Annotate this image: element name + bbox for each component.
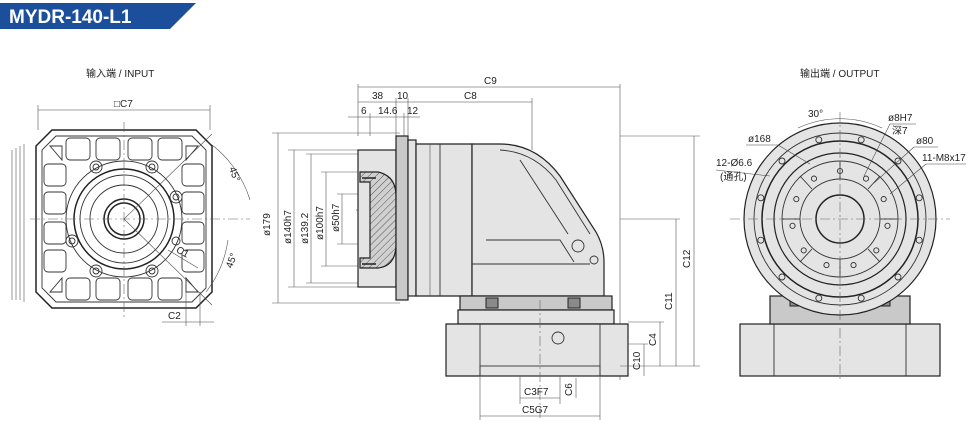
thru-hole: [757, 194, 765, 202]
output-thru-holes: [757, 136, 923, 302]
dim-d179: ø179: [262, 213, 273, 236]
thru-hole: [857, 294, 865, 302]
dim-c1: C1: [174, 245, 191, 261]
side-flange-ring: [395, 135, 409, 301]
thru-hole: [915, 236, 923, 244]
angle-30: 30°: [808, 109, 823, 120]
thru-hole: [915, 194, 923, 202]
dim-d100: ø100h7: [315, 206, 326, 240]
dim-c9: C9: [484, 76, 497, 87]
tapped-hole: [789, 222, 796, 229]
input-left-edge: [11, 144, 25, 302]
output-base-ring: [457, 309, 615, 325]
thru-hole: [778, 273, 786, 281]
dim-thru: (通孔): [720, 171, 747, 183]
dim-deep7: 深7: [892, 125, 908, 137]
dim-c6: C6: [564, 383, 575, 396]
dim-c3: C3F7: [524, 387, 549, 398]
thru-hole: [857, 136, 865, 144]
output-tapped-holes: [789, 167, 891, 269]
model-title-tab: MYDR-140-L1: [0, 3, 196, 29]
turntable-body: [445, 323, 629, 377]
input-pockets: [43, 137, 205, 301]
right-angle-elbow: [471, 143, 605, 297]
side-view: C9 38 10 C8 6 14.6 12 ø179 ø140h7 ø139.2…: [262, 76, 700, 420]
thru-hole: [757, 236, 765, 244]
tapped-hole: [880, 196, 887, 203]
tapped-hole: [800, 247, 807, 254]
angle-45-top: 45°: [226, 166, 242, 184]
dim-d139: ø139.2: [300, 212, 311, 244]
tapped-hole: [810, 175, 818, 182]
title-tab-shape: [0, 3, 196, 29]
dim-14-6: 14.6: [378, 106, 398, 117]
thru-hole: [815, 136, 823, 144]
dim-c12: C12: [682, 249, 693, 268]
dim-d140: ø140h7: [283, 210, 294, 244]
angle-45-bottom: 45°: [224, 252, 240, 270]
dim-c7: □C7: [114, 99, 133, 110]
dim-d80: ø80: [916, 136, 934, 147]
dim-c4: C4: [648, 333, 659, 346]
dim-c11: C11: [664, 292, 675, 310]
model-title: MYDR-140-L1: [9, 7, 132, 28]
thru-hole: [815, 294, 823, 302]
thru-hole: [894, 273, 902, 281]
dim-c5: C5G7: [522, 405, 549, 416]
thru-hole: [894, 157, 902, 165]
dim-10: 10: [397, 91, 409, 102]
tapped-hole: [862, 175, 870, 182]
input-flange-plate: [35, 129, 213, 309]
dim-d168: ø168: [748, 134, 771, 145]
output-base-plate: [459, 295, 613, 311]
tapped-hole: [793, 196, 800, 203]
dim-c8: C8: [464, 91, 477, 102]
dim-38: 38: [372, 91, 384, 102]
tapped-hole: [823, 262, 830, 269]
tapped-hole: [850, 262, 857, 269]
dim-c10: C10: [632, 351, 643, 370]
dim-c2: C2: [168, 311, 181, 322]
input-view: 输入端 / INPUT □C7: [11, 67, 251, 326]
dim-d8h7: ø8H7: [888, 113, 913, 124]
input-view-label: 输入端 / INPUT: [86, 67, 154, 80]
tapped-hole: [884, 222, 891, 229]
dim-m8: 11-M8x17: [922, 153, 966, 164]
tapped-hole: [873, 247, 880, 254]
dim-d50: ø50h7: [331, 203, 342, 232]
motor-housing: [415, 143, 473, 297]
thru-hole: [778, 157, 786, 165]
dim-6: 6: [361, 106, 367, 117]
output-view-label: 输出端 / OUTPUT: [800, 67, 879, 80]
output-view: 输出端 / OUTPUT: [715, 67, 966, 380]
dim-holes-12: 12-Ø6.6: [716, 158, 753, 169]
dim-12: 12: [407, 106, 419, 117]
